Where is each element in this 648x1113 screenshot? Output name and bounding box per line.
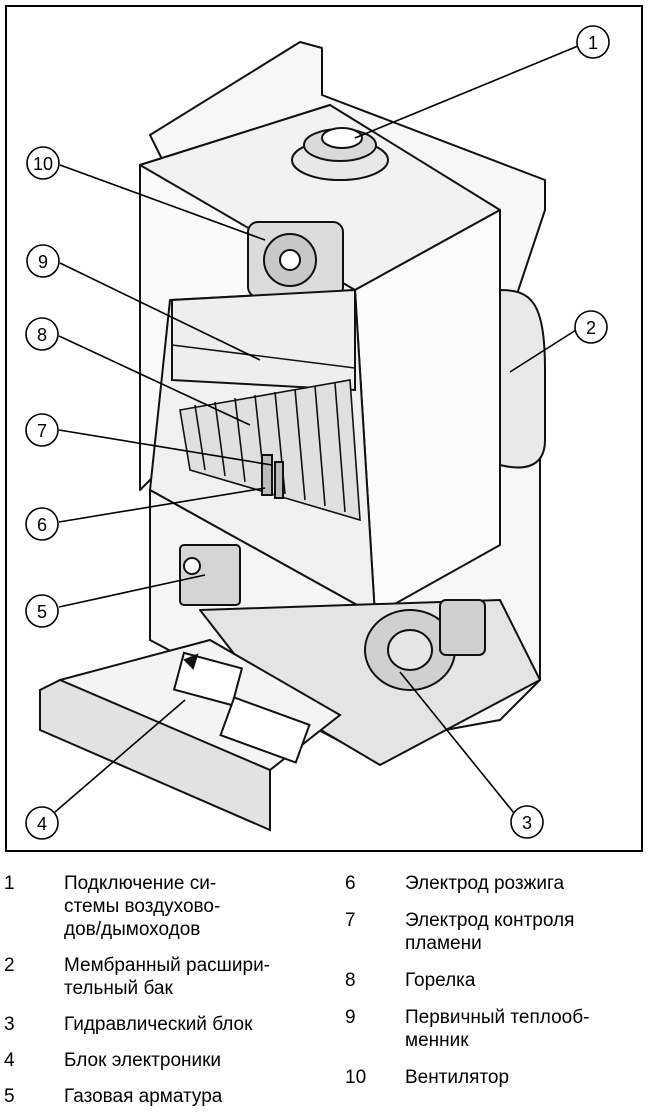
callout-3 [510, 805, 544, 839]
leader-1 [354, 45, 579, 139]
legend-item-text-line: Горелка [405, 970, 476, 991]
leader-9 [59, 262, 261, 361]
legend-item-number: 8 [345, 970, 356, 991]
leader-3 [399, 671, 515, 814]
legend-left-column: 1 Подключение си-стемы воздухово-дов/дымо… [4, 872, 324, 1112]
callout-label-6: 6 [37, 515, 47, 535]
fan [247, 221, 344, 298]
callout-circles [25, 25, 610, 840]
legend-item-text-line: Газовая арматура [64, 1086, 223, 1107]
legend-item-number: 6 [345, 873, 356, 894]
legend-item-number: 7 [345, 910, 356, 931]
expansion-vessel [499, 289, 546, 469]
callout-label-3: 3 [522, 813, 532, 833]
callout-label-4: 4 [37, 814, 47, 834]
legend-item-text-line: Вентилятор [405, 1067, 510, 1088]
legend-item-text-line: дов/дымоходов [64, 919, 201, 940]
legend-item-text: Электрод розжига [405, 872, 648, 895]
callout-label-10: 10 [33, 154, 53, 174]
leader-5 [58, 574, 206, 608]
leader-8 [58, 335, 251, 426]
callout-label-1: 1 [588, 33, 598, 53]
legend-item-number: 4 [4, 1050, 15, 1071]
legend-item-text: Газовая арматура [64, 1085, 314, 1108]
hydraulic-block [364, 599, 486, 691]
legend-item-text-line: тельный бак [64, 978, 173, 999]
legend-item-number: 5 [4, 1086, 15, 1107]
boiler-diagram: 1 2 3 4 5 6 7 8 9 10 [5, 5, 643, 852]
callout-label-8: 8 [37, 325, 47, 345]
leader-2 [509, 329, 577, 373]
callout-1 [576, 25, 610, 59]
legend-item-number: 1 [4, 873, 15, 894]
legend-item-text-line: Блок электроники [64, 1050, 222, 1071]
callout-10 [26, 146, 60, 180]
leader-7 [58, 429, 273, 466]
legend-item-text: Мембранный расшири-тельный бак [64, 954, 314, 1000]
callout-label-2: 2 [586, 318, 596, 338]
heat-exchanger [171, 288, 356, 392]
legend-item-text: Блок электроники [64, 1049, 314, 1072]
legend-item-text: Вентилятор [405, 1066, 648, 1089]
callout-2 [574, 310, 608, 344]
electrodes [261, 454, 284, 499]
legend-item-text-line: Электрод контроля [405, 910, 575, 931]
callout-6 [25, 507, 59, 541]
legend-item-text: Первичный теплооб-менник [405, 1006, 648, 1052]
callout-label-5: 5 [37, 602, 47, 622]
boiler-illustration: 1 2 3 4 5 6 7 8 9 10 [5, 5, 643, 852]
leader-10 [59, 164, 266, 241]
legend-item-text-line: пламени [405, 933, 482, 954]
legend-item-text-line: стемы воздухово- [64, 896, 221, 917]
callout-label-9: 9 [38, 252, 48, 272]
legend-item-text: Подключение си-стемы воздухово-дов/дымох… [64, 872, 314, 941]
legend-item-text: Гидравлический блок [64, 1013, 314, 1036]
legend-item-number: 2 [4, 955, 15, 976]
legend-item-number: 9 [345, 1007, 356, 1028]
gas-valve [179, 544, 241, 606]
leader-lines [54, 45, 579, 814]
legend-item-text-line: Гидравлический блок [64, 1014, 253, 1035]
leader-4 [54, 699, 186, 813]
leader-6 [58, 487, 266, 523]
legend-item-text-line: Мембранный расшири- [64, 955, 271, 976]
legend-item-number: 10 [345, 1067, 367, 1088]
burner [179, 379, 361, 522]
legend-item-text-line: Первичный теплооб- [405, 1007, 590, 1028]
legend-item-text-line: Подключение си- [64, 873, 217, 894]
callout-label-7: 7 [37, 421, 47, 441]
callout-9 [26, 244, 60, 278]
legend-item-text: Горелка [405, 969, 648, 992]
electronics-box [39, 638, 342, 832]
legend-item-text-line: менник [405, 1030, 469, 1051]
callout-7 [25, 413, 59, 447]
callout-5 [25, 594, 59, 628]
callout-4 [25, 806, 59, 840]
legend-item-text-line: Электрод розжига [405, 873, 565, 894]
legend-item-number: 3 [4, 1014, 15, 1035]
callout-8 [25, 317, 59, 351]
